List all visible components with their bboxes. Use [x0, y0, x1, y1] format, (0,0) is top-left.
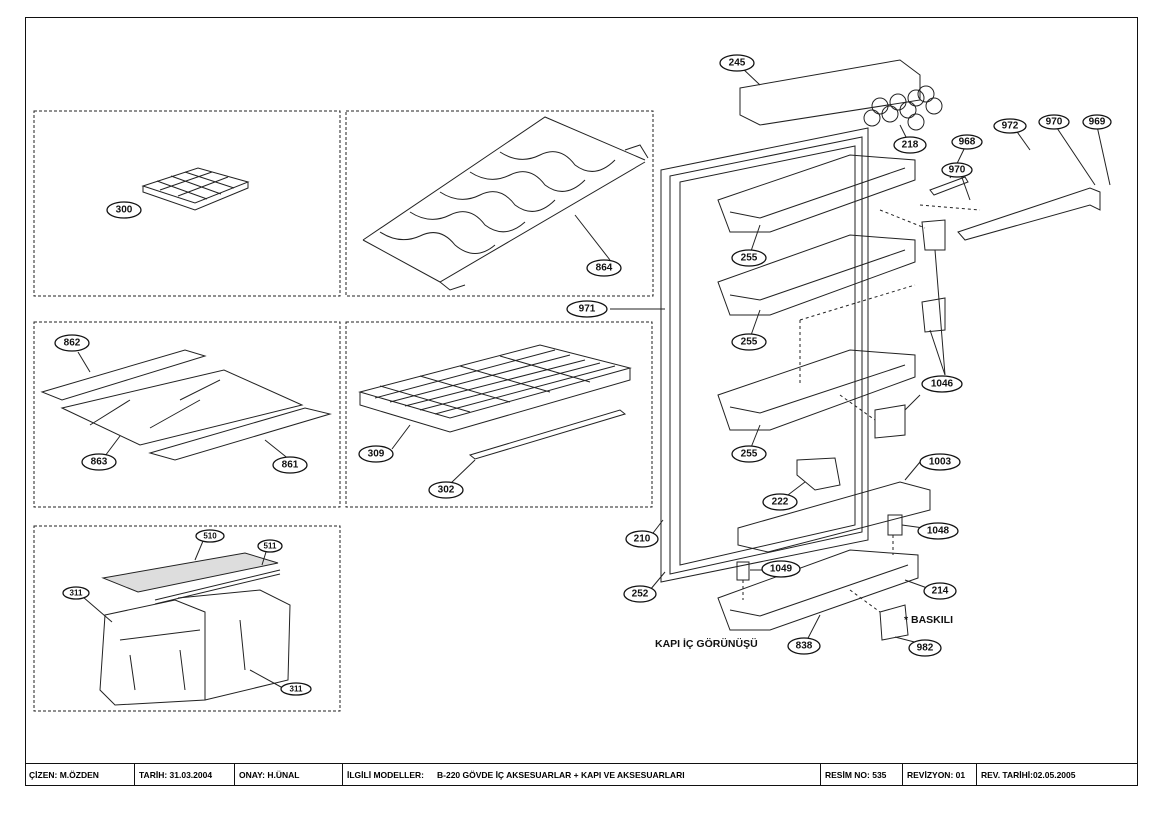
- label-838: 838: [796, 641, 813, 652]
- panel-wire-shelf: [345, 321, 653, 508]
- leader-252: [649, 571, 666, 591]
- leader-1003: [904, 461, 921, 481]
- leader-255a: [749, 224, 761, 255]
- panel-crisper: [33, 525, 341, 712]
- glass-shelf-drawing: [40, 349, 332, 461]
- leader-510: [194, 540, 204, 561]
- label-255a: 255: [741, 253, 758, 264]
- part-222-drawing: [796, 457, 841, 491]
- wire-frame-drawing: [737, 481, 931, 553]
- label-311b: 311: [290, 685, 303, 694]
- leader-1046a: [934, 249, 946, 376]
- label-210: 210: [634, 534, 651, 545]
- label-300: 300: [116, 205, 133, 216]
- label-245: 245: [729, 58, 746, 69]
- label-511: 511: [264, 542, 277, 551]
- crisper-drawing: [99, 552, 291, 706]
- leader-1046b: [929, 329, 946, 376]
- panel-ice-tray: [33, 110, 341, 297]
- leader-970a: [1054, 124, 1096, 186]
- label-222: 222: [772, 497, 789, 508]
- label-861: 861: [282, 460, 299, 471]
- door-shelves-drawing: [717, 154, 919, 631]
- label-218: 218: [902, 140, 919, 151]
- part-982-drawing: [879, 604, 909, 641]
- models-label-cell: İLGİLİ MODELLER:: [347, 770, 424, 780]
- title-block: ÇİZEN: M.ÖZDEN TARİH: 31.03.2004 ONAY: H…: [25, 763, 1138, 786]
- label-970b: 970: [949, 165, 966, 176]
- label-1049: 1049: [770, 564, 793, 575]
- label-862: 862: [64, 338, 81, 349]
- handle-cap-drawing: [929, 176, 969, 196]
- revision-date-cell: REV. TARİHİ:02.05.2005: [981, 770, 1076, 780]
- leader-311b: [249, 669, 282, 688]
- label-311a: 311: [70, 589, 83, 598]
- approved-cell: ONAY: H.ÜNAL: [235, 764, 343, 786]
- label-510: 510: [203, 532, 217, 541]
- date-cell: TARİH: 31.03.2004: [135, 764, 235, 786]
- label-863: 863: [91, 457, 108, 468]
- leader-1046c: [904, 394, 921, 411]
- label-864: 864: [596, 263, 613, 274]
- panel-glass-shelf: [33, 321, 341, 508]
- leader-302: [449, 459, 476, 485]
- label-969: 969: [1089, 117, 1106, 128]
- label-971: 971: [579, 304, 596, 315]
- callouts: [54, 54, 1112, 696]
- label-255c: 255: [741, 449, 758, 460]
- printed-caption: * BASKILI: [904, 614, 953, 626]
- label-982: 982: [917, 643, 934, 654]
- drawing-number-cell: RESİM NO: 535: [821, 764, 903, 786]
- label-1046: 1046: [931, 379, 954, 390]
- leader-864: [574, 214, 611, 261]
- label-970a: 970: [1046, 117, 1063, 128]
- label-1048: 1048: [927, 526, 950, 537]
- bottle-rack-drawing: [362, 116, 649, 291]
- label-972: 972: [1002, 121, 1019, 132]
- leader-309: [391, 424, 411, 450]
- description-cell: B-220 GÖVDE İÇ AKSESUARLAR + KAPI VE AKS…: [433, 764, 821, 786]
- dairy-cover-drawing: [739, 59, 921, 126]
- label-255b: 255: [741, 337, 758, 348]
- drawn-by-cell: ÇİZEN: M.ÖZDEN: [25, 764, 135, 786]
- leader-969: [1096, 125, 1111, 186]
- ice-tray-drawing: [141, 167, 250, 211]
- label-214: 214: [932, 586, 949, 597]
- leader-862: [77, 351, 91, 373]
- label-968: 968: [959, 137, 976, 148]
- leader-511: [261, 551, 267, 566]
- panel-bottle-rack: [345, 110, 654, 297]
- label-302: 302: [438, 485, 455, 496]
- revision-cell: REVİZYON: 01: [903, 764, 977, 786]
- leader-863: [104, 435, 121, 457]
- drawing-frame: [25, 17, 1138, 786]
- assembly-dashed-lines: [742, 204, 981, 613]
- shelf-clips-drawing: [874, 219, 946, 439]
- egg-tray-drawing: [863, 85, 943, 131]
- door-view-caption: KAPI İÇ GÖRÜNÜŞÜ: [655, 637, 758, 650]
- leader-311a: [82, 596, 113, 623]
- leader-838: [805, 614, 821, 643]
- wire-shelf-drawing: [358, 344, 632, 460]
- leader-255b: [749, 309, 761, 339]
- label-309: 309: [368, 449, 385, 460]
- door-handle-drawing: [957, 187, 1101, 241]
- label-1003: 1003: [929, 457, 952, 468]
- label-252: 252: [632, 589, 649, 600]
- door-drawing: [660, 127, 869, 583]
